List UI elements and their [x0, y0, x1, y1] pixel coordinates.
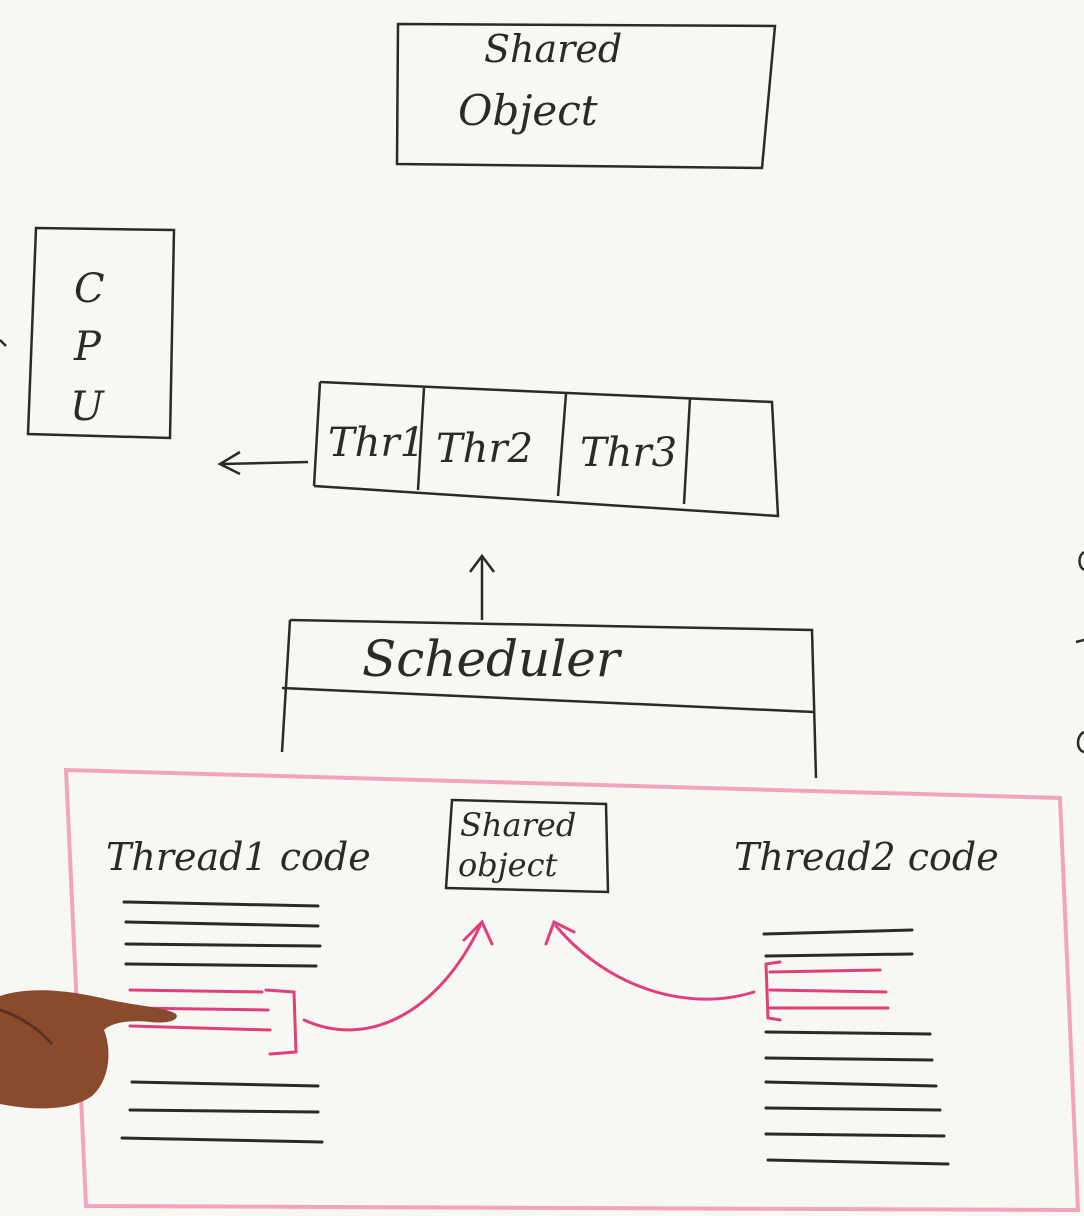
arrow-to-run-queue: [469, 553, 495, 620]
shared-object-small-line1: Shared: [460, 806, 576, 844]
run-queue-slot-1: Thr1: [328, 420, 425, 466]
run-queue: Thr1 Thr2 Thr3: [312, 380, 780, 518]
code-panel: Thread1 code Thread2 code Shared object: [63, 767, 1081, 1213]
arrow-to-cpu: [217, 450, 309, 476]
cpu-box: C P U: [26, 226, 176, 440]
run-queue-slot-3: Thr3: [580, 430, 677, 476]
edge-marks: [0, 339, 1084, 754]
shared-object-top-line1: Shared: [484, 27, 622, 71]
thread2-code-label: Thread2 code: [734, 835, 999, 879]
cpu-letter-u: U: [70, 384, 105, 430]
scheduler-label: Scheduler: [362, 630, 623, 688]
shared-object-small-line2: object: [458, 846, 558, 884]
thread1-code-lines: [120, 900, 324, 1144]
scheduler-box: Scheduler: [280, 618, 818, 779]
pointing-hand: [0, 990, 177, 1109]
cpu-letter-c: C: [74, 266, 105, 312]
thread2-critical-lines: [764, 960, 890, 1022]
arrow-thread1-to-shared-object: [302, 919, 494, 1032]
cpu-letter-p: P: [73, 324, 102, 370]
thread2-code-lines: [762, 928, 950, 1166]
arrow-thread2-to-shared-object: [544, 919, 756, 1001]
thread1-code-label: Thread1 code: [106, 835, 371, 879]
shared-object-box-small: Shared object: [444, 798, 610, 894]
shared-object-top-line2: Object: [458, 86, 598, 135]
run-queue-slot-2: Thr2: [436, 426, 533, 472]
shared-object-box-top: Shared Object: [395, 22, 777, 170]
